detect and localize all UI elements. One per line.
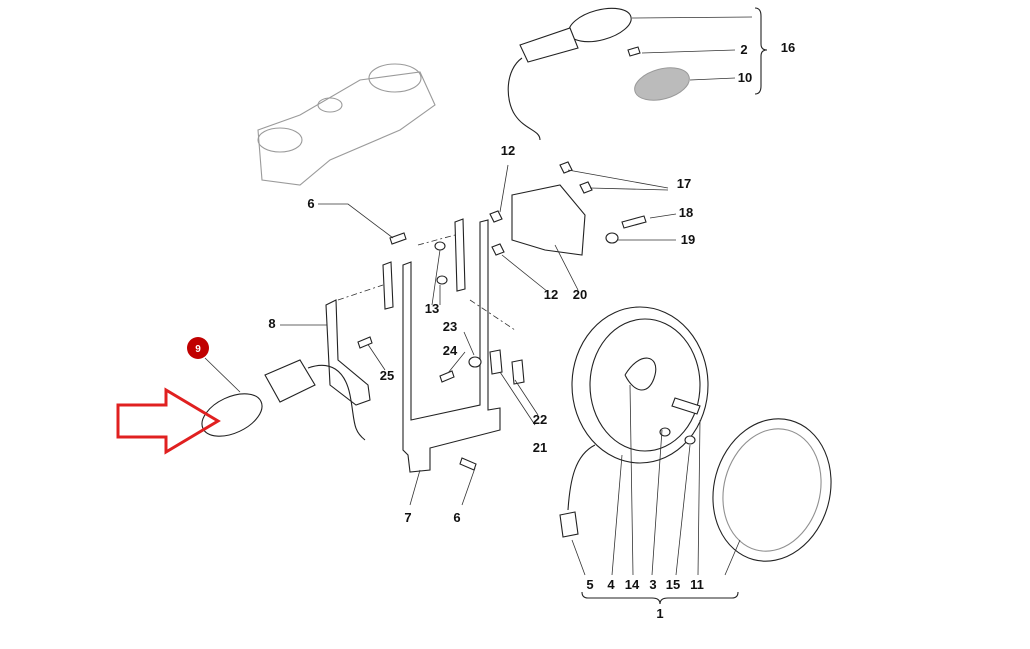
callout-22: 22 bbox=[533, 412, 547, 427]
callout-6-bottom: 6 bbox=[453, 510, 460, 525]
callout-12-top: 12 bbox=[501, 143, 515, 158]
callout-15: 15 bbox=[666, 577, 680, 592]
callout-14: 14 bbox=[625, 577, 640, 592]
turn-signal-top bbox=[507, 7, 768, 141]
callout-19: 19 bbox=[681, 232, 695, 247]
top-yoke-part bbox=[257, 63, 436, 186]
bracket-20 bbox=[489, 161, 677, 293]
callout-11: 11 bbox=[690, 577, 704, 592]
callout-1: 1 bbox=[656, 606, 663, 621]
callout-10: 10 bbox=[738, 70, 752, 85]
callout-5: 5 bbox=[586, 577, 593, 592]
callout-24: 24 bbox=[443, 343, 458, 358]
callout-17: 17 bbox=[677, 176, 691, 191]
callout-12-bottom: 12 bbox=[544, 287, 558, 302]
callout-21: 21 bbox=[533, 440, 547, 455]
callout-13: 13 bbox=[425, 301, 439, 316]
callout-20: 20 bbox=[573, 287, 587, 302]
headlight-assembly bbox=[559, 306, 832, 605]
callout-8: 8 bbox=[268, 316, 275, 331]
turn-signal-9 bbox=[201, 357, 366, 441]
callout-18: 18 bbox=[679, 205, 693, 220]
callout-25: 25 bbox=[380, 368, 394, 383]
callout-7: 7 bbox=[404, 510, 411, 525]
red-pointer-arrow bbox=[116, 387, 221, 455]
callout-2: 2 bbox=[740, 42, 747, 57]
callout-3: 3 bbox=[649, 577, 656, 592]
bracket-8 bbox=[325, 299, 373, 406]
highlight-label: 9 bbox=[195, 344, 201, 355]
callout-6-top: 6 bbox=[307, 196, 314, 211]
callout-4: 4 bbox=[607, 577, 615, 592]
callout-16: 16 bbox=[781, 40, 795, 55]
headlight-bracket-7 bbox=[280, 203, 539, 506]
callout-23: 23 bbox=[443, 319, 457, 334]
highlight-badge-9: 9 bbox=[187, 337, 209, 359]
